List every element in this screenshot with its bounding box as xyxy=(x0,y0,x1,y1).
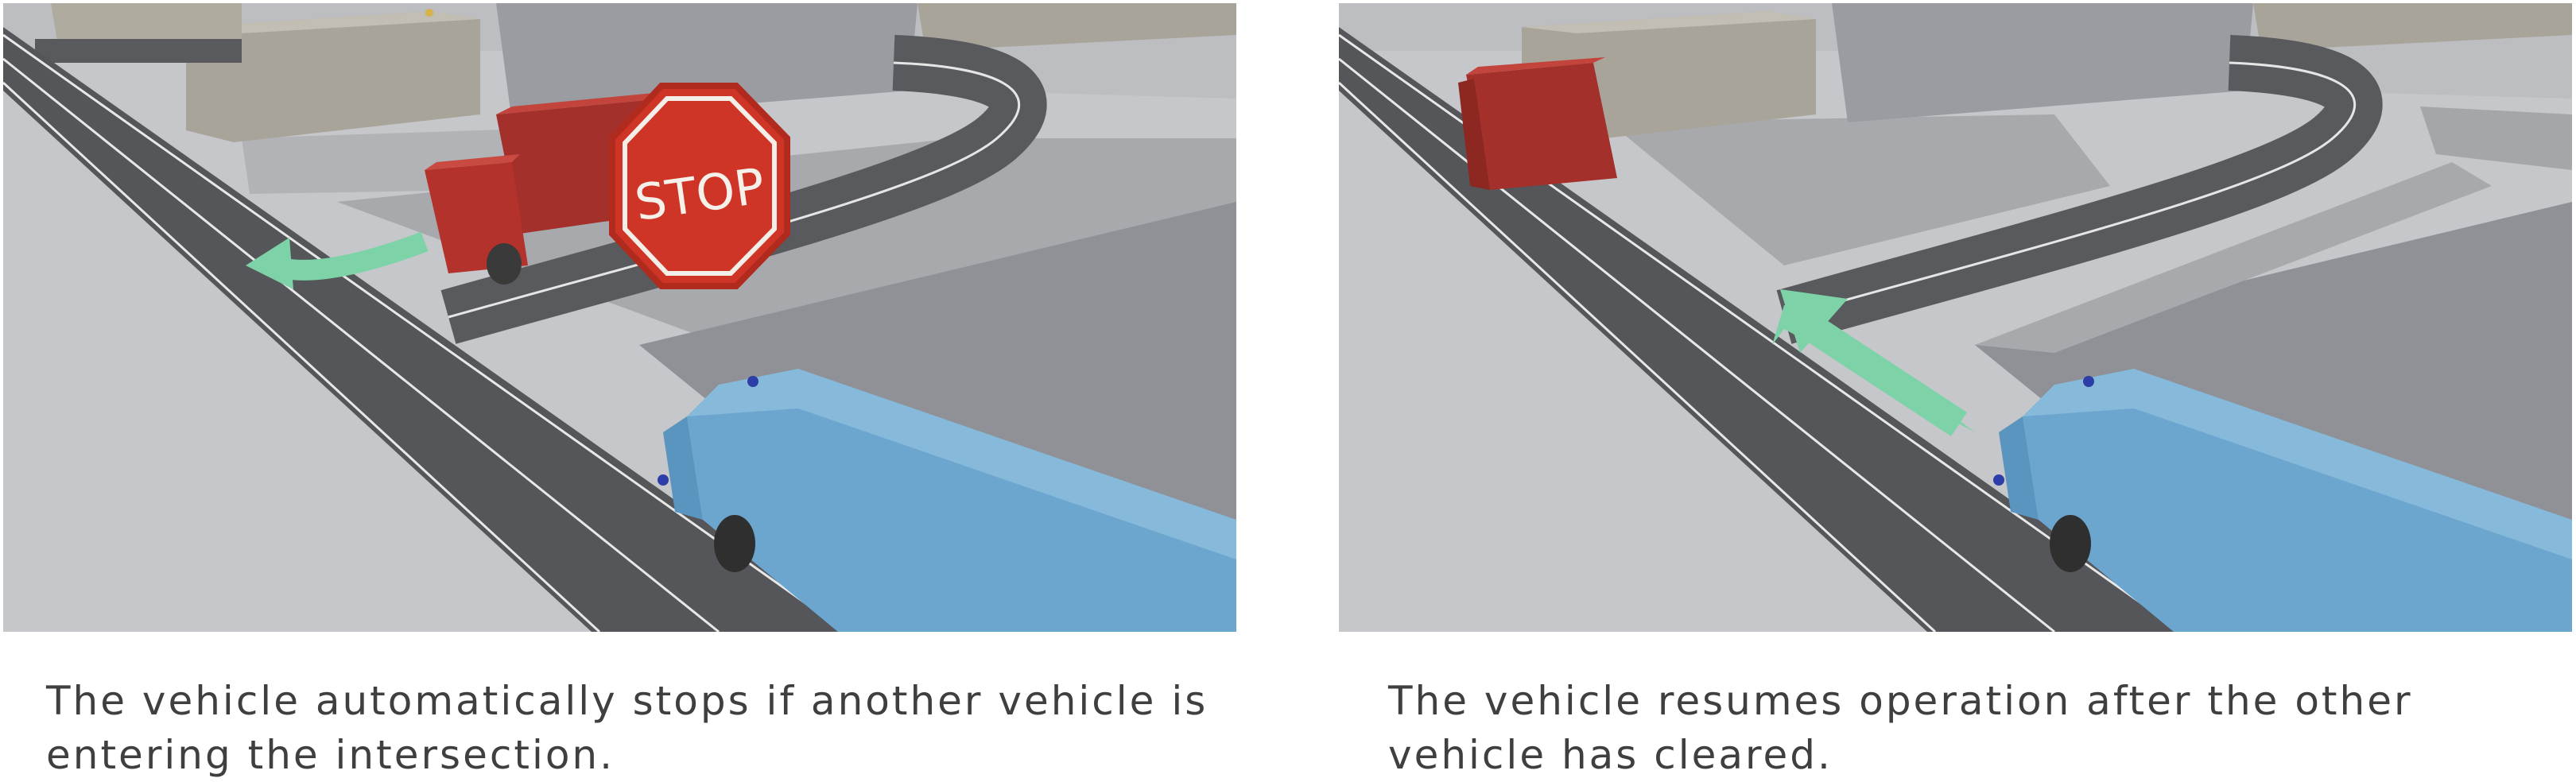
scene-resume-image xyxy=(1339,3,2572,632)
building-roof xyxy=(1522,11,1816,33)
building-right xyxy=(2420,106,2572,170)
straight-arrow-shaft xyxy=(1800,313,1967,436)
lot-mid xyxy=(1609,114,2110,265)
curved-road-line xyxy=(1783,61,2357,319)
caption-stop: The vehicle automatically stops if anoth… xyxy=(46,678,1208,778)
road-edge-line xyxy=(3,33,847,632)
lot-strip xyxy=(1975,162,2492,353)
building-back xyxy=(918,3,1236,51)
scene-stop-image: STOP xyxy=(3,3,1236,632)
road-edge-line-2 xyxy=(3,81,601,632)
road-edge-line-2 xyxy=(1339,81,1937,632)
building-roof xyxy=(186,11,480,33)
building-mid xyxy=(496,3,918,122)
caption-resume: The vehicle resumes operation after the … xyxy=(1388,678,2413,778)
stop-sign-icon: STOP xyxy=(609,83,790,289)
road-center-line xyxy=(1339,57,2055,632)
truck xyxy=(1458,57,1617,190)
building-mid xyxy=(1832,3,2253,122)
road-center-line xyxy=(3,57,720,632)
turn-arrow-head xyxy=(246,238,293,289)
building-front xyxy=(186,11,480,142)
building-back xyxy=(2253,3,2572,51)
main-road xyxy=(3,27,862,632)
scene-resume-svg xyxy=(1339,3,2572,632)
marker-dot xyxy=(425,9,433,17)
scene-stop-svg: STOP xyxy=(3,3,1236,632)
bus xyxy=(1993,369,2572,632)
bus xyxy=(658,369,1236,632)
